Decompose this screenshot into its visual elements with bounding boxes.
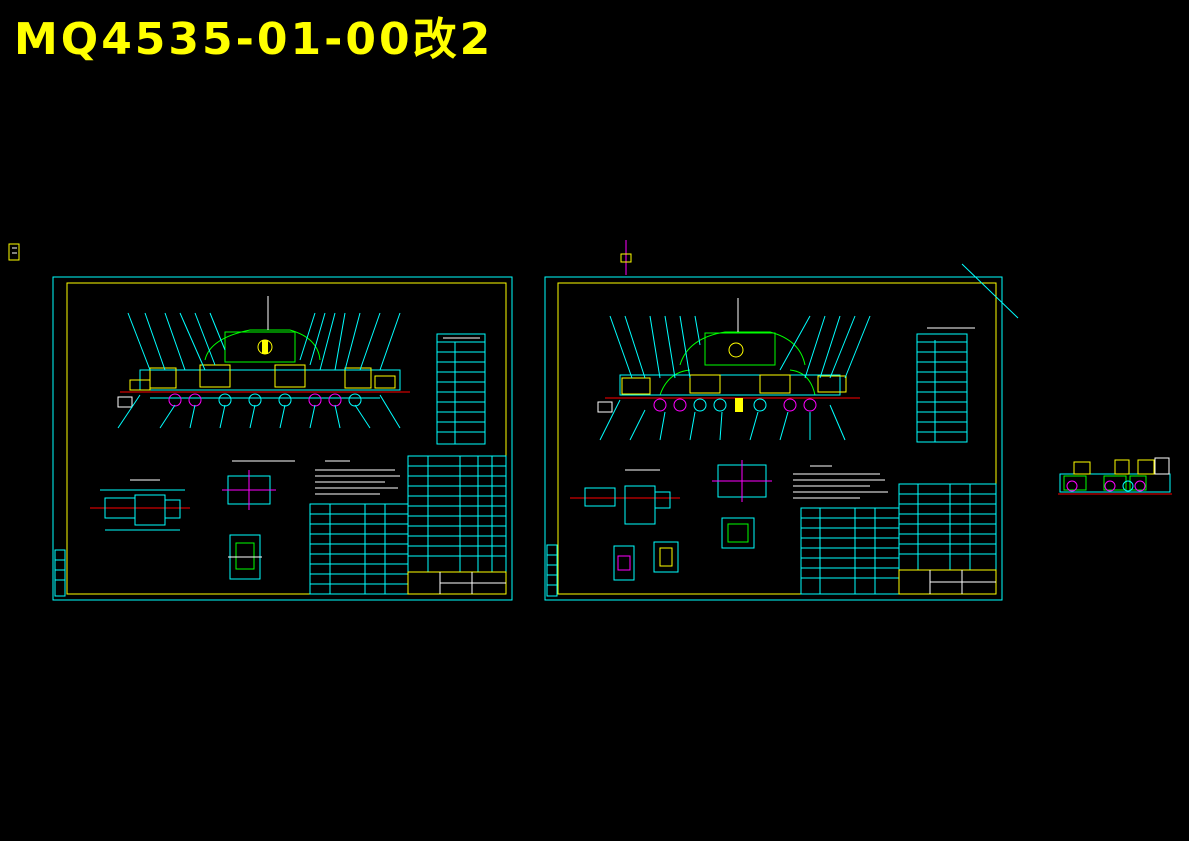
drawing-sheet-1[interactable]: [52, 276, 513, 601]
sheet-2-detail-views: [570, 460, 772, 581]
sheet-2-title-block: [898, 569, 997, 595]
drawing-sheet-2[interactable]: [544, 240, 1019, 601]
sheet-1-detail-view-middle: [222, 460, 295, 580]
drawing-title: MQ4535-01-00改2: [14, 14, 494, 65]
sheet-2-parts-list: [800, 483, 997, 595]
sheet-1-parameter-table: [436, 333, 486, 445]
sheet-2-outer-frame: [544, 276, 1003, 601]
sheet-1-margin-strip: [54, 549, 66, 597]
sheet-1-title-block: [407, 571, 507, 595]
sheet-2-inner-frame: [557, 282, 997, 595]
sheet-1-inner-frame: [66, 282, 507, 595]
sheet-2-assembly-view: [597, 298, 871, 441]
sheet-2-margin-strip: [546, 544, 558, 597]
insertion-marker: [8, 243, 20, 261]
sheet-1-detail-view-left: [90, 479, 190, 531]
sheet-2-centerline-marker: [620, 240, 1019, 319]
loose-assembly-fragment[interactable]: [1058, 457, 1172, 495]
sheet-2-parameter-table: [916, 327, 975, 443]
sheet-1-assembly-view: [117, 296, 410, 429]
sheet-2-technical-notes: [793, 465, 888, 499]
sheet-1-technical-notes: [315, 460, 400, 495]
sheet-1-outer-frame: [52, 276, 513, 601]
